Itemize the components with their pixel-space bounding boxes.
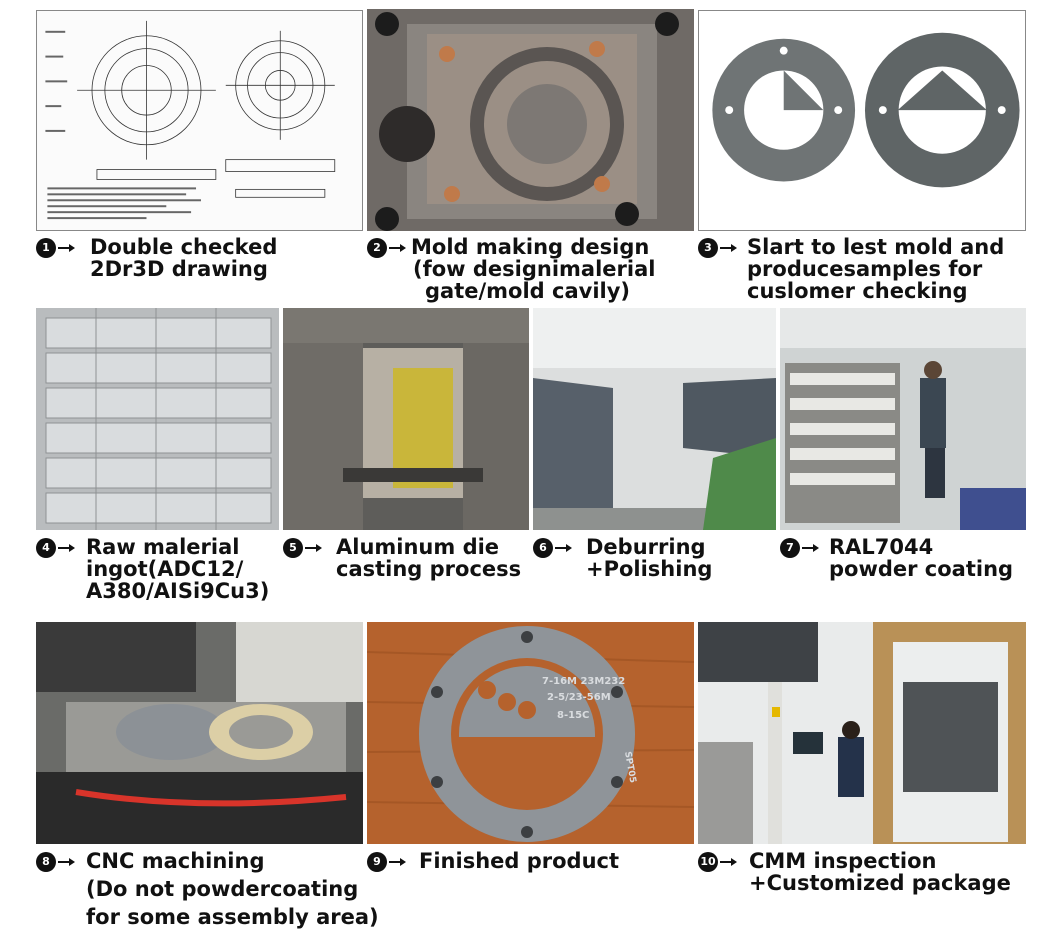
caption-line: Aluminum die xyxy=(336,535,500,559)
photo-mold xyxy=(367,9,694,231)
marking-3: 8-15C xyxy=(557,710,589,721)
caption-line: RAL7044 xyxy=(829,535,934,559)
caption-line: for some assembly area) xyxy=(86,905,379,929)
caption-line: CMM inspection xyxy=(749,849,937,873)
step-3-caption: Slart to lest mold and producesamples fo… xyxy=(747,236,1004,302)
caption-line: Deburring xyxy=(586,535,706,559)
photo-die-casting-machine xyxy=(283,308,529,530)
photo-deburring-workshop xyxy=(533,308,776,530)
step-4-caption: Raw malerial ingot(ADC12/ A380/AISi9Cu3) xyxy=(86,536,269,602)
caption-line: Slart to lest mold and xyxy=(747,235,1005,259)
caption-line: +Customized package xyxy=(749,871,1011,895)
photo-technical-drawing xyxy=(36,10,363,231)
caption-line: +Polishing xyxy=(586,557,713,581)
step-7-caption: RAL7044 powder coating xyxy=(829,536,1013,580)
photo-ingots xyxy=(36,308,279,530)
caption-line: gate/mold cavily) xyxy=(425,279,630,303)
caption-line: casting process xyxy=(336,557,522,581)
step-8-caption: CNC machining (Do not powdercoating for … xyxy=(86,850,379,928)
caption-line: cuslomer checking xyxy=(747,279,968,303)
step-6-caption: Deburring +Polishing xyxy=(586,536,712,580)
step-5-caption: Aluminum die casting process xyxy=(336,536,521,580)
caption-line: (Do not powdercoating xyxy=(86,877,359,901)
caption-line: Double checked xyxy=(90,235,278,259)
photo-cnc-machining xyxy=(36,622,363,844)
caption-line: ingot(ADC12/ xyxy=(86,557,244,581)
caption-line: producesamples for xyxy=(747,257,983,281)
marking-1: 7-16M 23M232 xyxy=(542,676,625,687)
caption-line: A380/AISi9Cu3) xyxy=(86,579,270,603)
step-9-caption: Finished product xyxy=(419,850,619,872)
caption-line: powder coating xyxy=(829,557,1014,581)
caption-line: Finished product xyxy=(419,849,620,873)
step-2-caption: Mold making design (fow designimalerial … xyxy=(411,236,655,302)
step-1-caption: Double checked 2Dr3D drawing xyxy=(90,236,277,280)
caption-line: (fow designimalerial xyxy=(413,257,656,281)
photo-powder-coating xyxy=(780,308,1026,530)
photo-finished-product: 7-16M 23M232 2-5/23-56M 8-15C SPT05 xyxy=(367,622,694,844)
caption-line: Mold making design xyxy=(411,235,650,259)
photo-sample-parts xyxy=(698,10,1026,231)
photo-cmm-inspection xyxy=(698,622,1026,844)
marking-2: 2-5/23-56M xyxy=(547,692,611,703)
step-10-caption: CMM inspection +Customized package xyxy=(749,850,1011,894)
caption-line: CNC machining xyxy=(86,849,265,873)
caption-line: Raw malerial xyxy=(86,535,240,559)
caption-line: 2Dr3D drawing xyxy=(90,257,268,281)
